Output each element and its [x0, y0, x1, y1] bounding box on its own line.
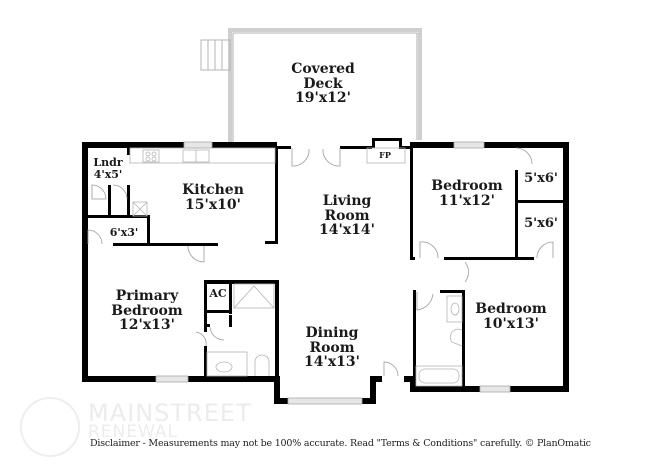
room-dims: 15'x10': [185, 196, 241, 213]
room-label-covered-deck: Covered Deck 19'x12': [283, 62, 363, 106]
room-label-dining-room: Dining Room 14'x13': [292, 326, 372, 370]
room-dims: 19'x12': [295, 90, 351, 107]
room-dims: 12'x13': [119, 317, 175, 334]
room-dims: 5'x6': [524, 171, 558, 186]
deck-outline-inner: [232, 32, 418, 142]
room-name: Room: [324, 207, 370, 224]
room-name: Deck: [303, 75, 343, 92]
room-name: Room: [309, 339, 355, 356]
fixtures: [129, 147, 463, 387]
room-name: FP: [379, 150, 391, 160]
doors: [87, 147, 554, 377]
room-name: AC: [209, 287, 227, 300]
deck-outline: [228, 28, 422, 142]
room-name: Primary: [115, 288, 179, 304]
room-name: Covered: [291, 61, 355, 77]
watermark: MAINSTREET RENEWAL: [88, 399, 252, 442]
room-name: Living: [322, 193, 372, 209]
exterior-walls: [82, 138, 569, 404]
deck-stairs-icon: [200, 39, 231, 71]
room-label-kitchen: Kitchen 15'x10': [168, 183, 258, 212]
room-dims: 10'x13': [483, 315, 539, 332]
fireplace-label: FP: [372, 150, 398, 160]
room-dims: 14'x14': [319, 222, 375, 239]
room-dims: 14'x13': [304, 354, 360, 371]
room-name: Bedroom: [431, 178, 503, 194]
room-dims: 5'x6': [524, 216, 558, 231]
room-name: Lndr: [93, 156, 123, 169]
room-name: Dining: [305, 325, 359, 341]
room-label-bedroom-1: Bedroom 11'x12': [422, 179, 512, 208]
room-name: Kitchen: [182, 182, 244, 198]
room-label-closet-2: 5'x6': [519, 217, 563, 231]
watermark-line2: RENEWAL: [88, 421, 178, 442]
room-dims: 4'x5': [93, 167, 123, 181]
room-label-closet-hall: 6'x3': [104, 227, 144, 239]
room-label-laundry: Lndr 4'x5': [90, 157, 126, 180]
disclaimer-text: Disclaimer - Measurements may not be 100…: [90, 438, 591, 449]
windows: [155, 141, 511, 405]
room-dims: 11'x12': [439, 192, 495, 209]
room-label-living-room: Living Room 14'x14': [307, 194, 387, 238]
ac-label: AC: [207, 288, 229, 300]
room-label-bedroom-2: Bedroom 10'x13': [466, 302, 556, 331]
room-dims: 6'x3': [109, 226, 139, 239]
room-label-closet-1: 5'x6': [519, 172, 563, 186]
room-label-primary-bedroom: Primary Bedroom 12'x13': [102, 289, 192, 333]
room-name: Bedroom: [475, 301, 547, 317]
watermark-line1: MAINSTREET: [88, 399, 252, 427]
watermark-logo-icon: [20, 397, 80, 457]
room-name: Bedroom: [111, 302, 183, 319]
interior-walls: [88, 148, 565, 390]
